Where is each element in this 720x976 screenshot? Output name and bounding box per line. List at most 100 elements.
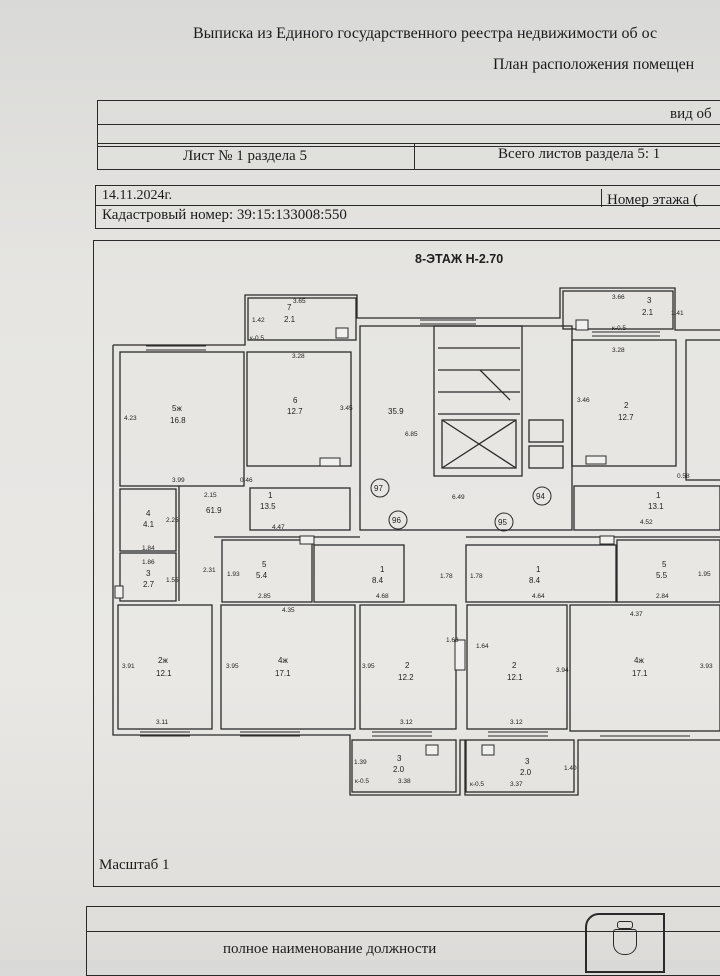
total-sheets-label: Всего листов раздела 5: 1	[498, 146, 661, 162]
dimension-label: 1.78	[440, 573, 453, 580]
scale-label: Масштаб 1	[99, 857, 170, 873]
dimension-label: 3.37	[510, 781, 523, 788]
room-number: 5ж	[172, 404, 182, 413]
dimension-label: 4.37	[630, 611, 643, 618]
room-area: 2.1	[642, 308, 654, 317]
room-area: 5.4	[256, 571, 268, 580]
cadastral-block: 14.11.2024г. Кадастровый номер: 39:15:13…	[95, 185, 720, 229]
radiator-icon	[299, 535, 315, 545]
dimension-label: 1.41	[671, 310, 684, 317]
room-number: 1	[380, 565, 385, 574]
document-title: Выписка из Единого государственного реес…	[193, 25, 658, 42]
room-number: 4ж	[634, 656, 644, 665]
dimension-label: 3.38	[398, 778, 411, 785]
dimension-label: 2.84	[656, 593, 669, 600]
room-area: 8.4	[529, 576, 541, 585]
room-number: 4ж	[278, 656, 288, 665]
dimension-label: 2.15	[204, 492, 217, 499]
dimension-label: 3.28	[612, 347, 625, 354]
room-area: 12.7	[287, 407, 303, 416]
dimension-label: 4.35	[282, 607, 295, 614]
dimension-label: 3.12	[510, 719, 523, 726]
room-area: 2.0	[393, 765, 405, 774]
dimension-labels: 3.65 1.42 к-0.5 3.28 4.23 3.45 6.85 3.66…	[122, 294, 713, 788]
vent-icon	[575, 319, 589, 331]
vent-icon	[425, 744, 439, 756]
plan-title: 8-ЭТАЖ Н-2.70	[415, 252, 503, 266]
dimension-label: 3.95	[226, 663, 239, 670]
sheet-label: Лист № 1 раздела 5	[183, 148, 307, 164]
room-number: 4	[146, 509, 151, 518]
dimension-label: 3.91	[122, 663, 135, 670]
dimension-label: 1.93	[227, 571, 240, 578]
room-area: 13.5	[260, 502, 276, 511]
room-number: 6	[293, 396, 298, 405]
position-label: полное наименование должности	[223, 941, 437, 957]
room-area: 12.7	[618, 413, 634, 422]
dimension-label: 0.46	[240, 477, 253, 484]
room-area: 61.9	[206, 506, 222, 515]
room-number: 1	[656, 491, 661, 500]
room-number: 3	[647, 296, 652, 305]
dimension-label: 3.66	[612, 294, 625, 301]
room-area: 12.1	[507, 673, 523, 682]
dimension-label: 3.12	[400, 719, 413, 726]
room-area: 13.1	[648, 502, 664, 511]
room-number: 2	[405, 661, 410, 670]
signature-block: полное наименование должности	[86, 906, 720, 976]
dimension-label: 4.64	[532, 593, 545, 600]
dimension-label: 4.23	[124, 415, 137, 422]
room-area: 2.1	[284, 315, 296, 324]
room-labels: 5ж 16.8 6 12.7 7 2.1 35.9 2 12.7 3 2.1 4…	[143, 296, 668, 777]
vent-icon	[335, 327, 349, 339]
plan-frame: Масштаб 1	[93, 240, 720, 887]
date-label: 14.11.2024г.	[102, 188, 173, 203]
dimension-label: 1.78	[470, 573, 483, 580]
dimension-label: 4.68	[376, 593, 389, 600]
door-icon	[454, 639, 466, 671]
dimension-label: 2.25	[166, 517, 179, 524]
dimension-label: 4.52	[640, 519, 653, 526]
dimension-label: 1.42	[252, 317, 265, 324]
dimension-label: 3.11	[156, 719, 169, 726]
dimension-label: 6.49	[452, 494, 465, 501]
room-area: 12.2	[398, 673, 414, 682]
room-area: 12.1	[156, 669, 172, 678]
dimension-label: 0.58	[677, 473, 690, 480]
dimension-label: 1.86	[142, 559, 155, 566]
radiator-icon	[585, 455, 607, 465]
room-area: 2.0	[520, 768, 532, 777]
radiator-icon	[599, 535, 615, 545]
dimension-label: 3.65	[293, 298, 306, 305]
room-area: 4.1	[143, 520, 155, 529]
door-icon	[114, 585, 124, 599]
floor-number-label: Номер этажа (	[607, 192, 699, 208]
room-number: 2	[624, 401, 629, 410]
dimension-label: 1.40	[564, 765, 577, 772]
apartment-number: 94	[536, 492, 545, 501]
room-number: 2ж	[158, 656, 168, 665]
dimension-label: 3.94	[556, 667, 569, 674]
room-number: 3	[146, 569, 151, 578]
dimension-label: к-0.5	[612, 325, 626, 332]
dimension-label: 3.93	[700, 663, 713, 670]
apartment-number: 96	[392, 516, 401, 525]
dimension-label: 1.39	[354, 759, 367, 766]
dimension-label: 1.95	[698, 571, 711, 578]
room-area: 5.5	[656, 571, 668, 580]
radiator-icon	[319, 457, 341, 467]
dimension-label: 1.55	[166, 577, 179, 584]
view-label: вид об	[670, 106, 712, 122]
view-row: вид об	[97, 100, 720, 147]
room-number: 7	[287, 303, 292, 312]
apartment-number: 95	[498, 518, 507, 527]
dimension-label: 1.63	[446, 637, 459, 644]
room-number: 5	[662, 560, 667, 569]
room-area: 17.1	[632, 669, 648, 678]
room-number: 1	[536, 565, 541, 574]
dimension-label: 1.64	[476, 643, 489, 650]
dimension-label: 2.85	[258, 593, 271, 600]
dimension-label: 3.99	[172, 477, 185, 484]
emblem-icon	[585, 913, 665, 973]
